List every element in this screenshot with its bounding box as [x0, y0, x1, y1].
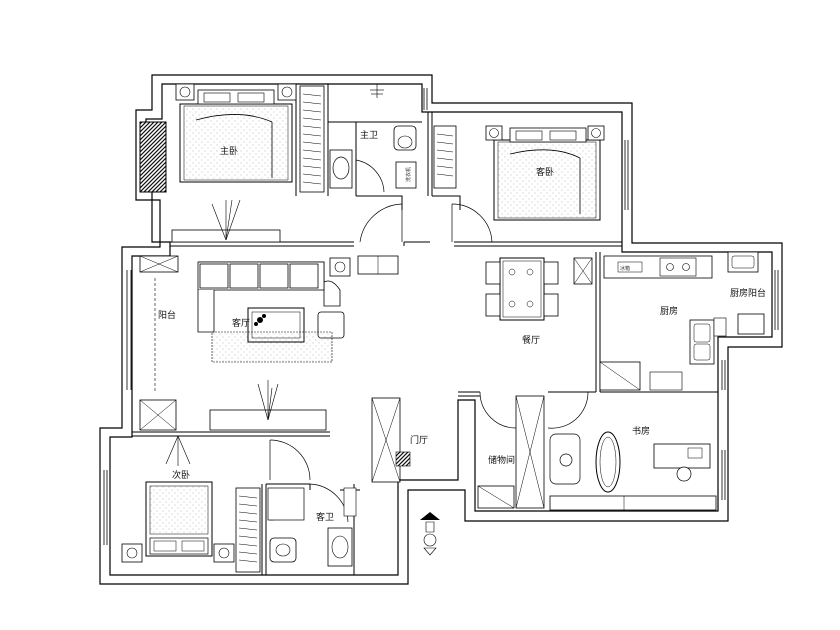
- dining-table: [499, 257, 545, 321]
- kitchen-label: 厨房: [660, 305, 678, 317]
- plant-icon: [254, 314, 266, 326]
- study-label: 书房: [632, 425, 650, 437]
- kitchen-balcony-label: 厨房阳台: [730, 287, 766, 299]
- master-toilet-icon: [393, 125, 417, 151]
- nightstand-third-right-icon: [213, 543, 235, 563]
- guest-bath-label: 客卫: [316, 511, 334, 523]
- foyer: 门厅: [371, 397, 440, 556]
- second-bedroom-label: 客卧: [536, 166, 554, 178]
- guest-bath: 客卫: [267, 487, 357, 567]
- guest-toilet-icon: [269, 537, 297, 563]
- study-rug: [595, 431, 621, 493]
- nightstand-left-icon: [175, 83, 195, 101]
- balcony-label: 阳台: [158, 309, 176, 321]
- study: 书房: [549, 425, 717, 511]
- foyer-label: 门厅: [410, 434, 428, 446]
- master-bath-label: 主卫: [360, 129, 378, 141]
- washer-note: 洗衣机: [405, 167, 412, 182]
- dining-room: 餐厅: [485, 257, 593, 346]
- lounge-chair-icon: [549, 433, 581, 485]
- master-bedroom: 主卧: [139, 83, 325, 243]
- nightstand-second-left-icon: [485, 125, 503, 141]
- stove-icon: [659, 257, 697, 277]
- entrance-arrow-icon: [420, 512, 440, 556]
- storage-room: 储物间: [477, 395, 545, 509]
- living-room: 阳台 客厅: [139, 255, 399, 431]
- kitchen-sink-icon: [727, 251, 759, 273]
- storage-room-label: 储物间: [488, 454, 515, 466]
- nightstand-second-right-icon: [587, 125, 605, 141]
- desk-chair-icon: [676, 466, 692, 482]
- second-bedroom: 客卧: [433, 125, 605, 221]
- third-bedroom-label: 次卧: [172, 469, 190, 481]
- nightstand-third-left-icon: [121, 543, 143, 563]
- sofa: [197, 261, 341, 333]
- tv-master-icon: [211, 199, 241, 241]
- tv-third-icon: [165, 435, 191, 466]
- third-bedroom: 次卧: [121, 435, 261, 573]
- nightstand-right-icon: [277, 83, 297, 101]
- side-table-icon: [329, 257, 351, 277]
- balcony-planter: [139, 121, 167, 193]
- tv-living-icon: [257, 380, 279, 421]
- master-bath: 洗衣机 主卫: [329, 84, 417, 189]
- shower-area: [267, 487, 305, 521]
- study-bookshelf: [549, 495, 717, 511]
- living-rug: [211, 331, 333, 363]
- kitchen: 冰箱 厨房 厨房阳台: [599, 251, 766, 391]
- guest-vanity: [327, 527, 353, 567]
- living-room-label: 客厅: [232, 317, 250, 329]
- dining-chairs: [485, 261, 559, 317]
- fridge-note: 冰箱: [620, 265, 630, 272]
- windows: [103, 88, 779, 545]
- ceiling-light-icon: [370, 84, 384, 98]
- wardrobe-second: [433, 125, 457, 189]
- master-bedroom-label: 主卧: [220, 145, 238, 157]
- washing-machine: [737, 313, 765, 335]
- dining-room-label: 餐厅: [522, 334, 540, 346]
